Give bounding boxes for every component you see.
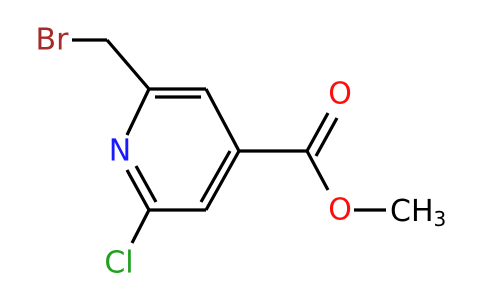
bond-ccarbonyl-o-double-b [314, 117, 339, 157]
nitrogen-label: N [109, 134, 131, 169]
ether-oxygen-label: O [328, 193, 352, 228]
bond-c6-n-double [134, 165, 158, 203]
methyl-subscript: 3 [434, 207, 447, 231]
bond-c6-cl [130, 209, 151, 244]
chlorine-label: Cl [104, 246, 133, 281]
atom-labels: Br N Cl O O CH3 [36, 23, 447, 281]
bond-c4-c5-double [199, 150, 232, 203]
methyl-label: CH3 [390, 194, 446, 232]
bromine-label: Br [36, 23, 70, 58]
bond-ch2-c2 [105, 38, 151, 91]
bonds [72, 38, 386, 244]
bond-c4-c5 [204, 150, 241, 211]
bond-ccarbonyl-o-double-a [305, 112, 330, 152]
carbonyl-oxygen-label: O [328, 77, 352, 112]
bond-c2-n [125, 88, 151, 136]
bond-c6-n [125, 169, 151, 211]
methyl-main: CH [390, 194, 434, 229]
bond-ccarbonyl-o-single [305, 150, 330, 191]
bond-c3-c4 [204, 88, 241, 152]
